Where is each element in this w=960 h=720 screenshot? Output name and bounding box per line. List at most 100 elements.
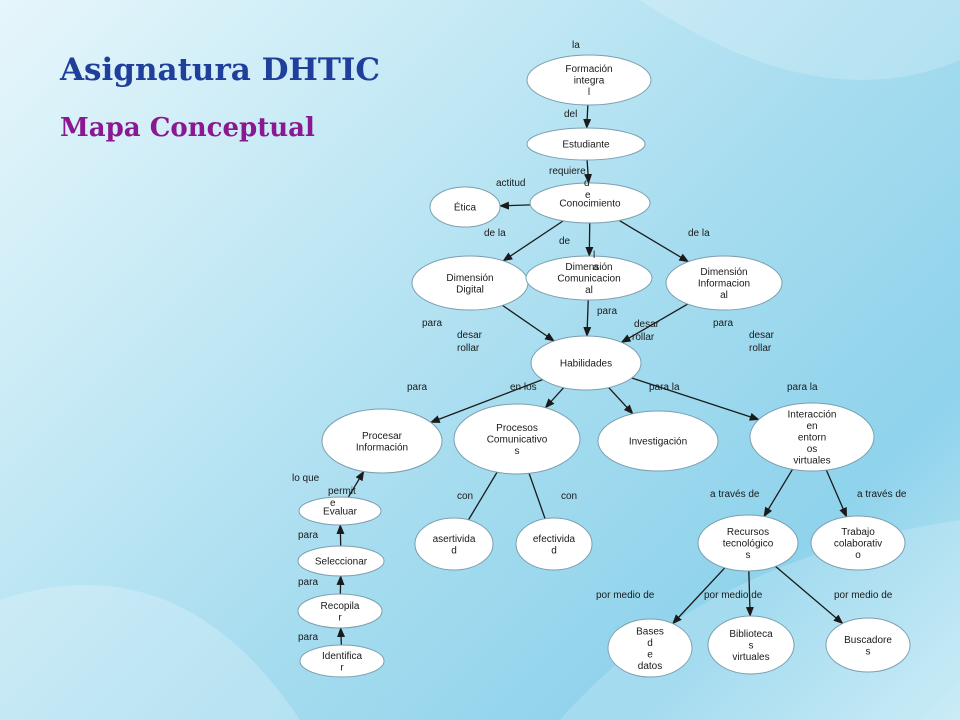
node-trabajo-label: Trabajo bbox=[841, 527, 875, 538]
node-evaluar-label: Evaluar bbox=[323, 507, 358, 518]
node-trabajo-shape bbox=[810, 515, 906, 571]
node-dim-comunicacional-shape bbox=[525, 255, 653, 301]
link-label-en-los: en los bbox=[510, 382, 537, 393]
edge-habilidades-to-procesar bbox=[429, 378, 543, 423]
node-asertividad-shape bbox=[414, 517, 494, 571]
link-label-desar-di-2: rollar bbox=[749, 343, 772, 354]
node-etica-label: Ética bbox=[454, 201, 477, 214]
node-procesar-label: Procesar bbox=[362, 431, 403, 442]
link-label-del: del bbox=[564, 109, 577, 120]
node-conocimiento-label: Conocimiento bbox=[559, 199, 621, 210]
edge-dim-digital-to-habilidades bbox=[502, 304, 555, 342]
node-investigacion: Investigación bbox=[597, 410, 719, 472]
edge-recursos-to-buscadores bbox=[775, 565, 844, 625]
edge-formacion-to-estudiante bbox=[583, 104, 592, 130]
edge-conocimiento-to-etica bbox=[498, 201, 531, 210]
node-trabajo-label: colaborativ bbox=[834, 539, 882, 550]
node-interaccion-label: Interacción bbox=[788, 410, 837, 421]
link-label-para-ide: para bbox=[298, 632, 318, 643]
edge-habilidades-to-investigacion bbox=[608, 387, 634, 415]
node-procesos-label: Procesos bbox=[496, 423, 538, 434]
node-seleccionar: Seleccionar bbox=[297, 545, 385, 577]
edge-interaccion-to-recursos bbox=[763, 468, 794, 518]
link-label-para-dd: para bbox=[422, 318, 442, 329]
node-interaccion-label: os bbox=[807, 444, 818, 455]
node-estudiante-label: Estudiante bbox=[562, 140, 610, 151]
node-procesar-shape bbox=[321, 408, 443, 474]
link-label-por-medio-1: por medio de bbox=[596, 590, 655, 601]
link-label-para-sel: para bbox=[298, 530, 318, 541]
link-label-con-2: con bbox=[561, 491, 577, 502]
edge-identificar-to-recopilar bbox=[337, 626, 346, 646]
link-label-requiere-1: requiere bbox=[549, 166, 586, 177]
link-label-actitud: actitud bbox=[496, 178, 525, 189]
node-habilidades: Habilidades bbox=[530, 335, 642, 391]
link-label-desar-dc-1: desar bbox=[634, 319, 660, 330]
node-dim-informacional-label: Dimensión bbox=[700, 267, 747, 278]
slide-subtitle: Mapa Conceptual bbox=[60, 113, 315, 143]
link-label-de-la-left: de la bbox=[484, 228, 506, 239]
node-dim-comunicacional-label: Dimensión bbox=[565, 262, 612, 273]
node-asertividad-label: asertivida bbox=[433, 534, 476, 545]
link-label-a-traves-2: a través de bbox=[857, 489, 907, 500]
node-conocimiento-shape bbox=[529, 182, 651, 224]
link-label-permite-2: e bbox=[330, 498, 336, 509]
node-evaluar-shape bbox=[298, 496, 382, 526]
node-dim-comunicacional-label: al bbox=[585, 285, 593, 296]
node-interaccion-shape bbox=[749, 402, 875, 472]
node-efectividad-label: d bbox=[551, 545, 557, 556]
edge-recursos-to-bibliotecas bbox=[745, 570, 754, 618]
node-bibliotecas-label: Biblioteca bbox=[729, 629, 773, 640]
node-interaccion-label: entorn bbox=[798, 433, 826, 444]
node-buscadores-label: Buscadore bbox=[844, 635, 892, 646]
node-identificar-shape bbox=[299, 644, 385, 678]
link-label-de-la-mid-1: l bbox=[593, 250, 595, 261]
link-label-para-proc: para bbox=[407, 382, 427, 393]
node-bases-label: e bbox=[647, 649, 653, 660]
node-recopilar-shape bbox=[297, 593, 383, 629]
link-label-desar-dd-1: desar bbox=[457, 330, 483, 341]
node-buscadores-shape bbox=[825, 617, 911, 673]
link-label-la: la bbox=[572, 40, 580, 51]
node-bases-label: Bases bbox=[636, 626, 664, 637]
link-label-de-la-mid-2: a bbox=[593, 262, 599, 273]
node-interaccion-label: virtuales bbox=[793, 456, 830, 467]
node-bibliotecas-shape bbox=[707, 615, 795, 675]
link-label-por-medio-3: por medio de bbox=[834, 590, 893, 601]
link-label-requiere-3: e bbox=[585, 190, 591, 201]
node-dim-informacional-label: al bbox=[720, 290, 728, 301]
node-formacion-label: Formación bbox=[565, 64, 612, 75]
link-label-requiere-2: d bbox=[584, 178, 590, 189]
node-seleccionar-label: Seleccionar bbox=[315, 557, 368, 568]
node-recursos-label: Recursos bbox=[727, 527, 769, 538]
link-label-a-traves-1: a través de bbox=[710, 489, 760, 500]
node-dim-comunicacional-label: Comunicacion bbox=[557, 274, 620, 285]
node-dim-informacional-label: Informacion bbox=[698, 279, 750, 290]
link-label-con-1: con bbox=[457, 491, 473, 502]
link-label-para-dc: para bbox=[597, 306, 617, 317]
edge-procesos-to-asertividad bbox=[467, 471, 498, 521]
link-label-desar-dc-2: rollar bbox=[632, 332, 655, 343]
node-efectividad-shape bbox=[515, 517, 593, 571]
node-bases-label: d bbox=[647, 638, 653, 649]
edge-conocimiento-to-dim-informacional bbox=[618, 219, 690, 263]
link-label-para-rec: para bbox=[298, 577, 318, 588]
node-recursos-shape bbox=[697, 514, 799, 572]
node-recursos-label: tecnológico bbox=[723, 539, 774, 550]
edge-conocimiento-to-dim-digital bbox=[502, 220, 564, 262]
node-bibliotecas-label: s bbox=[749, 641, 754, 652]
link-label-para-la-int: para la bbox=[787, 382, 818, 393]
node-habilidades-shape bbox=[530, 335, 642, 391]
